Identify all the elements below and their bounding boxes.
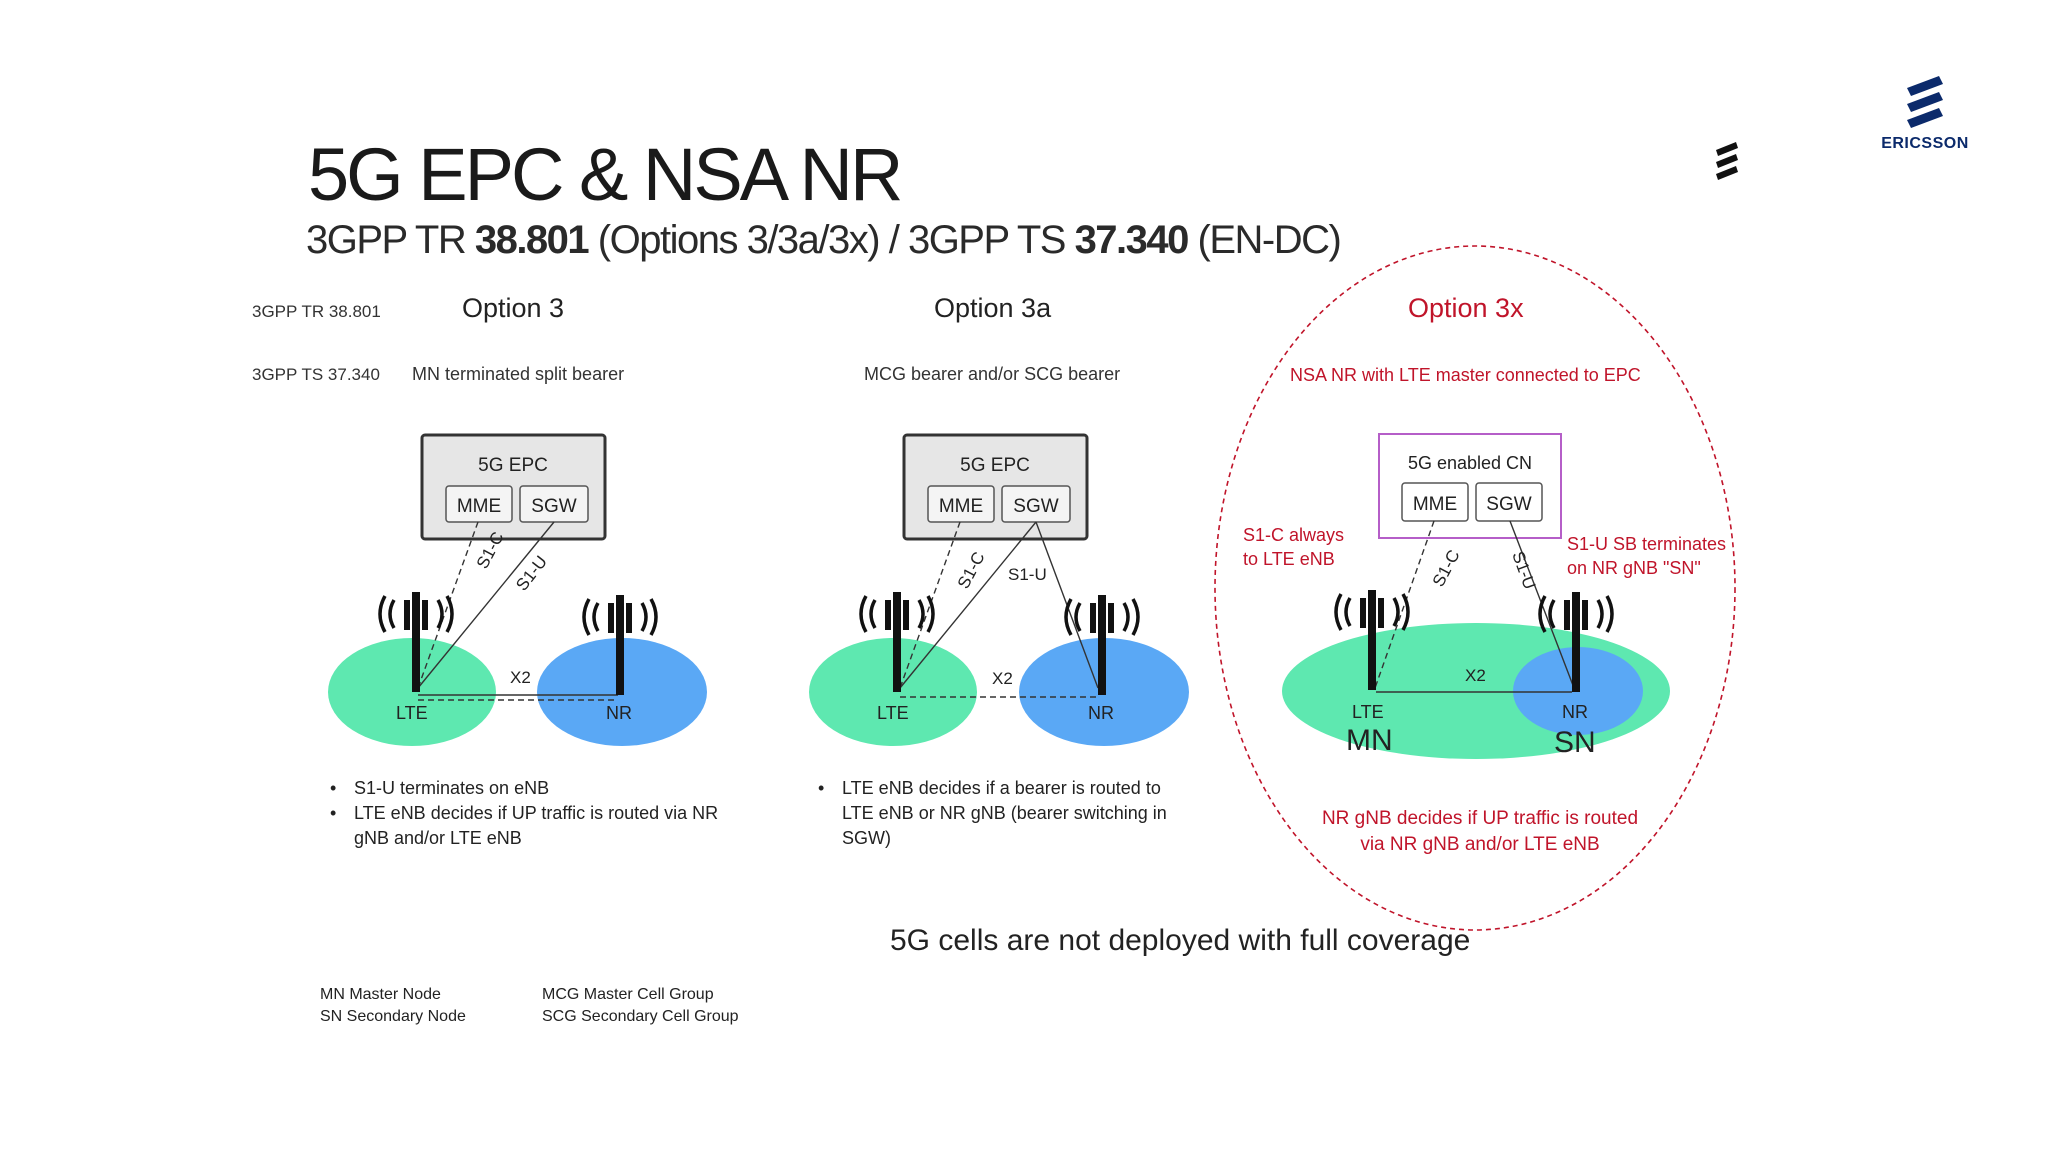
- option-3a-mme-box: [927, 485, 995, 523]
- option-3x-annotation-right-1: S1-U SB terminates: [1567, 534, 1726, 554]
- option-3-title: Option 3: [462, 293, 565, 323]
- option-3-x2-label: X2: [510, 668, 531, 687]
- option-3-nr-label: NR: [606, 703, 632, 723]
- option-3x-lte-label: LTE: [1352, 702, 1384, 722]
- option-3a-diagram: [809, 433, 1189, 746]
- option-3a-s1u-lte-line: [899, 521, 1037, 689]
- option-3-sgw-label: SGW: [531, 496, 576, 517]
- option-3-mme-box: [445, 485, 513, 523]
- list-item: S1-U terminates on eNB: [330, 776, 720, 801]
- option-3-s1u-line: [417, 521, 555, 689]
- option-3a-sgw-label: SGW: [1013, 496, 1058, 517]
- row-label-ts: 3GPP TS 37.340: [252, 365, 380, 384]
- option-3a-s1u-label: S1-U: [1008, 565, 1047, 584]
- coverage-footnote: 5G cells are not deployed with full cove…: [890, 924, 1471, 957]
- option-3a-title: Option 3a: [934, 293, 1052, 323]
- option-3x-x2-label: X2: [1465, 666, 1486, 685]
- option-3-bullets: S1-U terminates on eNB LTE eNB decides i…: [330, 776, 720, 851]
- option-3x-annotation-left-1: S1-C always: [1243, 525, 1344, 545]
- option-3a-core-label: 5G EPC: [960, 455, 1030, 476]
- option-3x-annotation-left-2: to LTE eNB: [1243, 549, 1335, 569]
- option-3a-x2-label: X2: [992, 669, 1013, 688]
- option-3a-nr-label: NR: [1088, 703, 1114, 723]
- list-item: LTE eNB decides if UP traffic is routed …: [330, 801, 720, 851]
- option-3x-sgw-label: SGW: [1486, 494, 1531, 515]
- ericsson-small-logo-icon: [1712, 140, 1742, 187]
- option-3x-diagram: [1282, 433, 1670, 759]
- legend-scg: SCG Secondary Cell Group: [542, 1008, 739, 1025]
- ericsson-logo: ERICSSON: [1880, 74, 1970, 153]
- option-3x-description: NSA NR with LTE master connected to EPC: [1290, 365, 1641, 385]
- option-3x-sn-label: SN: [1554, 726, 1596, 759]
- option-3a-mme-label: MME: [939, 496, 983, 517]
- option-3-description: MN terminated split bearer: [412, 364, 625, 384]
- option-3x-s1c-label: S1-C: [1429, 547, 1464, 590]
- option-3-mme-label: MME: [457, 496, 501, 517]
- ericsson-wordmark: ERICSSON: [1881, 135, 1969, 152]
- legend-sn: SN Secondary Node: [320, 1008, 466, 1025]
- ericsson-logo-icon: [1907, 76, 1943, 128]
- option-3-s1u-label: S1-U: [512, 552, 551, 594]
- option-3x-mme-box: [1401, 482, 1469, 522]
- option-3a-bullets: LTE eNB decides if a bearer is routed to…: [818, 776, 1178, 851]
- page-subtitle: 3GPP TR 38.801 (Options 3/3a/3x) / 3GPP …: [306, 218, 1342, 262]
- legend-cell-groups: MCG Master Cell Group SCG Secondary Cell…: [542, 984, 739, 1028]
- option-3x-mme-label: MME: [1413, 494, 1457, 515]
- page-title: 5G EPC & NSA NR: [308, 133, 903, 216]
- option-3-core-label: 5G EPC: [478, 455, 548, 476]
- list-item: LTE eNB decides if a bearer is routed to…: [818, 776, 1178, 851]
- option-3x-annotation-right-2: on NR gNB "SN": [1567, 558, 1701, 578]
- row-label-tr: 3GPP TR 38.801: [252, 302, 381, 321]
- option-3a-description: MCG bearer and/or SCG bearer: [864, 364, 1121, 384]
- option-3x-mn-label: MN: [1346, 724, 1393, 757]
- option-3x-title: Option 3x: [1408, 293, 1524, 323]
- option-3x-nr-label: NR: [1562, 702, 1588, 722]
- option-3a-lte-label: LTE: [877, 703, 909, 723]
- option-3x-core-label: 5G enabled CN: [1408, 453, 1532, 473]
- option-3x-s1u-label: S1-U: [1508, 549, 1539, 592]
- legend-nodes: MN Master Node SN Secondary Node: [320, 984, 466, 1028]
- legend-mn: MN Master Node: [320, 986, 441, 1003]
- legend-mcg: MCG Master Cell Group: [542, 986, 714, 1003]
- option-3-diagram: [328, 433, 707, 746]
- option-3x-sgw-box: [1475, 482, 1543, 522]
- option-3x-note: NR gNB decides if UP traffic is routed v…: [1321, 808, 1639, 855]
- option-3x-highlight-ellipse: [1214, 245, 1736, 931]
- option-3-lte-label: LTE: [396, 703, 428, 723]
